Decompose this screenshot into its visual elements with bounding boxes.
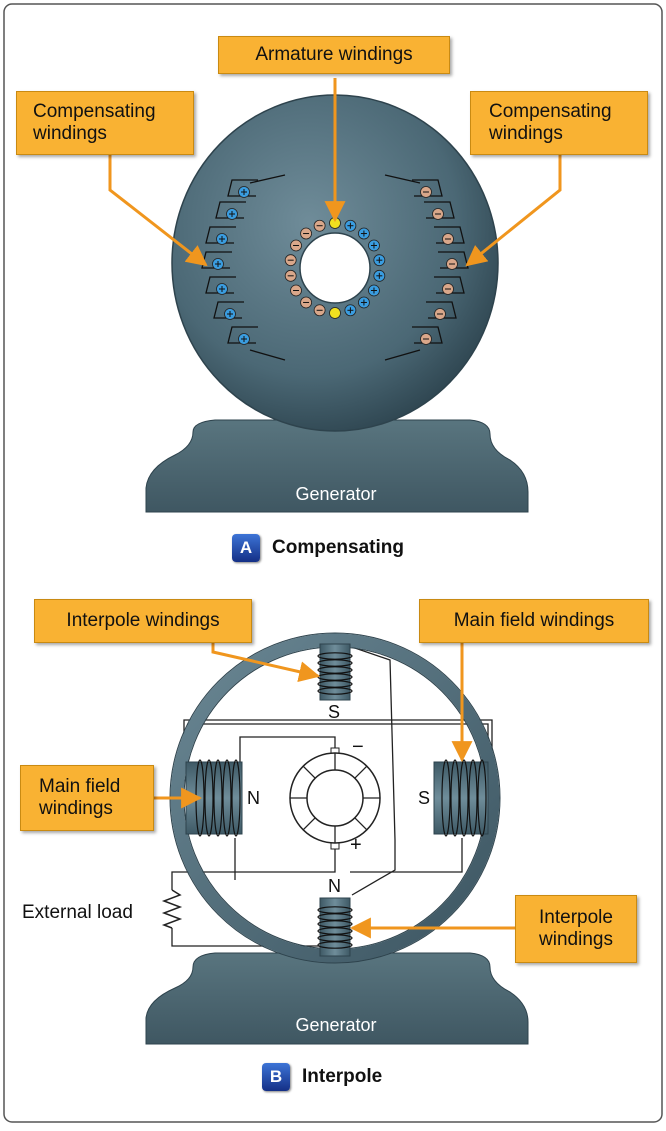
sign-plus: + bbox=[350, 834, 362, 856]
callout-main-field-left: Main field windings bbox=[20, 765, 154, 831]
compensating-windings-left bbox=[201, 174, 286, 361]
coil-turn bbox=[231, 759, 241, 837]
caption-a-badge: A bbox=[232, 534, 260, 562]
commutator-segment bbox=[354, 765, 368, 779]
commutator-segment bbox=[302, 765, 316, 779]
callout-interpole-top: Interpole windings bbox=[34, 599, 252, 643]
callout-interpole-bottom-line1: Interpole bbox=[539, 907, 613, 928]
coil-turn bbox=[213, 759, 223, 837]
arrow-interpole-top bbox=[211, 643, 321, 683]
generator-base-a bbox=[145, 419, 529, 513]
arrow-comp-right bbox=[465, 155, 562, 267]
caption-a-text: Compensating bbox=[272, 537, 404, 558]
generator-label-b: Generator bbox=[295, 1015, 377, 1035]
callout-interpole-top-label: Interpole windings bbox=[66, 610, 220, 631]
armature-charge bbox=[329, 307, 341, 319]
coil-turn bbox=[441, 759, 451, 837]
coil-turn bbox=[317, 941, 353, 949]
pole-label-right: S bbox=[418, 788, 431, 808]
pole-label-top: S bbox=[328, 702, 341, 722]
callout-interpole-bottom-line2: windings bbox=[539, 929, 613, 950]
sign-minus: − bbox=[352, 736, 364, 758]
coil-turn bbox=[317, 687, 353, 695]
external-load-resistor bbox=[161, 889, 183, 929]
armature-bore bbox=[299, 232, 371, 304]
panel-b-generator bbox=[145, 632, 529, 1045]
caption-a: A Compensating bbox=[232, 534, 404, 562]
coil-turn bbox=[204, 759, 214, 837]
callout-main-field-right-label: Main field windings bbox=[453, 610, 615, 631]
commutator-segment bbox=[354, 817, 368, 831]
callout-comp-right-line2: windings bbox=[489, 123, 563, 144]
panel-a-generator bbox=[108, 78, 562, 513]
callout-interpole-bottom: Interpole windings bbox=[515, 895, 637, 963]
compensating-windings-right bbox=[384, 174, 469, 361]
callout-comp-right-line1: Compensating bbox=[489, 101, 612, 122]
pole-label-left: N bbox=[247, 788, 260, 808]
main-field-coil-left bbox=[195, 759, 241, 837]
coil-turn bbox=[477, 759, 487, 837]
caption-b-badge: B bbox=[262, 1063, 290, 1091]
caption-b: B Interpole bbox=[262, 1063, 382, 1091]
generator-label-a: Generator bbox=[295, 484, 377, 504]
callout-main-field-left-line2: windings bbox=[39, 798, 113, 819]
callout-armature-label: Armature windings bbox=[255, 44, 413, 65]
coil-turn bbox=[468, 759, 478, 837]
coil-turn bbox=[222, 759, 232, 837]
callout-main-field-left-line1: Main field bbox=[39, 776, 121, 797]
callout-compensating-left: Compensating windings bbox=[16, 91, 194, 155]
external-load-label: External load bbox=[22, 902, 133, 923]
main-field-coil-right bbox=[441, 759, 487, 837]
callout-compensating-right: Compensating windings bbox=[470, 91, 648, 155]
arrow-comp-left bbox=[108, 155, 208, 267]
commutator-segment bbox=[302, 817, 316, 831]
callout-armature-windings: Armature windings bbox=[218, 36, 450, 74]
callout-comp-left-line2: windings bbox=[33, 123, 107, 144]
armature-commutator bbox=[289, 747, 381, 850]
callout-comp-left-line1: Compensating bbox=[33, 101, 156, 122]
callout-main-field-right: Main field windings bbox=[419, 599, 649, 643]
pole-label-bottom: N bbox=[328, 876, 341, 896]
caption-b-text: Interpole bbox=[302, 1066, 383, 1087]
generator-base-b bbox=[145, 952, 529, 1045]
